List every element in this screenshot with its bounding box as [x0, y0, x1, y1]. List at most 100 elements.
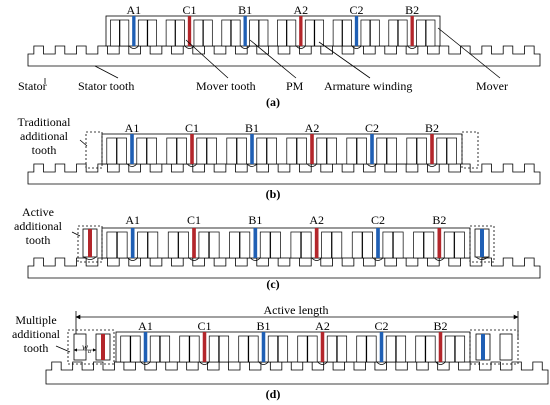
- pm-magnet: [438, 332, 443, 362]
- armature-winding-slot: [149, 335, 161, 363]
- armature-winding-slot: [406, 137, 417, 165]
- pm-magnet: [130, 228, 135, 258]
- armature-winding-slot: [236, 137, 247, 165]
- pm-magnet: [410, 16, 414, 46]
- armature-winding-slot: [336, 335, 348, 363]
- phase-label-b2: B2: [432, 213, 446, 227]
- multiple-additional-tooth-left-body: [73, 333, 111, 361]
- armature-winding-slot: [266, 137, 277, 165]
- phase-label-a1: A1: [125, 213, 140, 227]
- armature-winding-slot: [331, 231, 343, 259]
- armature-winding-slot: [454, 335, 466, 363]
- armature-winding-slot: [189, 335, 200, 363]
- armature-winding-slot: [300, 231, 312, 259]
- phase-label-c2: C2: [374, 319, 388, 333]
- mover: [105, 15, 441, 49]
- armature-winding-slot: [395, 335, 407, 363]
- armature-winding-slot: [258, 19, 269, 47]
- phase-label-c1: C1: [182, 3, 196, 17]
- armature-winding-slot: [267, 335, 279, 363]
- label-line-3: tooth: [24, 341, 49, 355]
- label-line-2: additional: [14, 219, 63, 233]
- armature-winding-slot: [351, 231, 363, 259]
- pm-magnet: [437, 228, 442, 258]
- armature-winding-slot: [136, 137, 147, 165]
- armature-winding-slot: [436, 137, 447, 165]
- armature-winding-slot: [326, 137, 337, 165]
- phase-label-a1: A1: [138, 319, 153, 333]
- phase-label-c2: C2: [371, 213, 385, 227]
- mover-body: [115, 331, 471, 363]
- caption-c: (c): [266, 277, 279, 291]
- armature-winding-slot: [239, 231, 251, 259]
- armature-winding-slot: [360, 19, 371, 47]
- armature-winding-slot: [203, 19, 213, 47]
- armature-winding-slot: [270, 231, 281, 259]
- armature-winding-slot: [137, 231, 148, 259]
- armature-winding-slot: [277, 19, 287, 47]
- armature-winding-slot: [346, 137, 357, 165]
- stator-teeth: [27, 45, 541, 67]
- pm-magnet: [143, 332, 148, 362]
- pm-magnet: [430, 134, 434, 164]
- armature-winding-label: Armature winding: [324, 79, 412, 93]
- armature-winding-slot: [147, 231, 159, 259]
- stator-label: Stator: [18, 79, 47, 93]
- armature-winding-slot: [370, 19, 380, 47]
- pm-magnet: [250, 134, 254, 164]
- mover-tooth: [366, 163, 378, 167]
- armature-winding-slot: [238, 335, 249, 363]
- pm-magnet: [379, 332, 384, 362]
- armature-winding-slot: [304, 19, 315, 47]
- mover-tooth: [258, 361, 269, 365]
- caption-d: (d): [266, 387, 281, 401]
- active-additional-tooth-left-body: [82, 228, 98, 260]
- mover-tooth: [376, 361, 387, 365]
- phase-label-b2: B2: [433, 319, 447, 333]
- armature-winding-slot: [356, 335, 367, 363]
- phase-label-a2: A2: [309, 213, 324, 227]
- armature-winding-slot: [119, 19, 130, 47]
- phase-label-b2: B2: [405, 3, 419, 17]
- armature-winding-slot: [443, 231, 455, 259]
- pm-label: PM: [286, 79, 304, 93]
- phase-label-a1: A1: [125, 121, 140, 135]
- armature-winding-slot: [116, 231, 128, 259]
- mover-tooth: [435, 361, 446, 365]
- pm-magnet: [243, 16, 247, 46]
- pm-magnet: [187, 16, 192, 46]
- mover-tooth: [140, 361, 151, 365]
- mover-body: [101, 227, 471, 259]
- armature-winding-slot: [413, 231, 424, 259]
- armature-winding-slot: [167, 231, 179, 259]
- phase-label-b1: B1: [248, 213, 262, 227]
- armature-winding-slot: [321, 231, 332, 259]
- armature-winding-slot: [166, 137, 177, 165]
- mover: [115, 331, 471, 365]
- armature-winding-slot: [296, 137, 307, 165]
- pm-magnet: [376, 228, 380, 258]
- mover-body: [105, 15, 441, 47]
- armature-winding-slot: [146, 137, 157, 165]
- armature-winding-slot: [208, 335, 220, 363]
- phase-label-b2: B2: [425, 121, 439, 135]
- armature-winding-slot: [110, 19, 120, 47]
- armature-winding-slot: [415, 335, 426, 363]
- armature-winding-slot: [376, 137, 387, 165]
- mover-tooth: [199, 361, 210, 365]
- active-additional-tooth-right: [469, 225, 495, 263]
- mover-tooth: [317, 361, 328, 365]
- armature-winding-slot: [165, 19, 176, 47]
- pm-magnet: [202, 332, 207, 362]
- armature-winding-slot: [248, 335, 259, 363]
- armature-winding-slot: [277, 335, 289, 363]
- mover-tooth: [407, 45, 418, 49]
- armature-winding-slot: [425, 335, 436, 363]
- armature-winding-slot: [159, 335, 171, 363]
- active-additional-tooth-right-body: [474, 228, 490, 260]
